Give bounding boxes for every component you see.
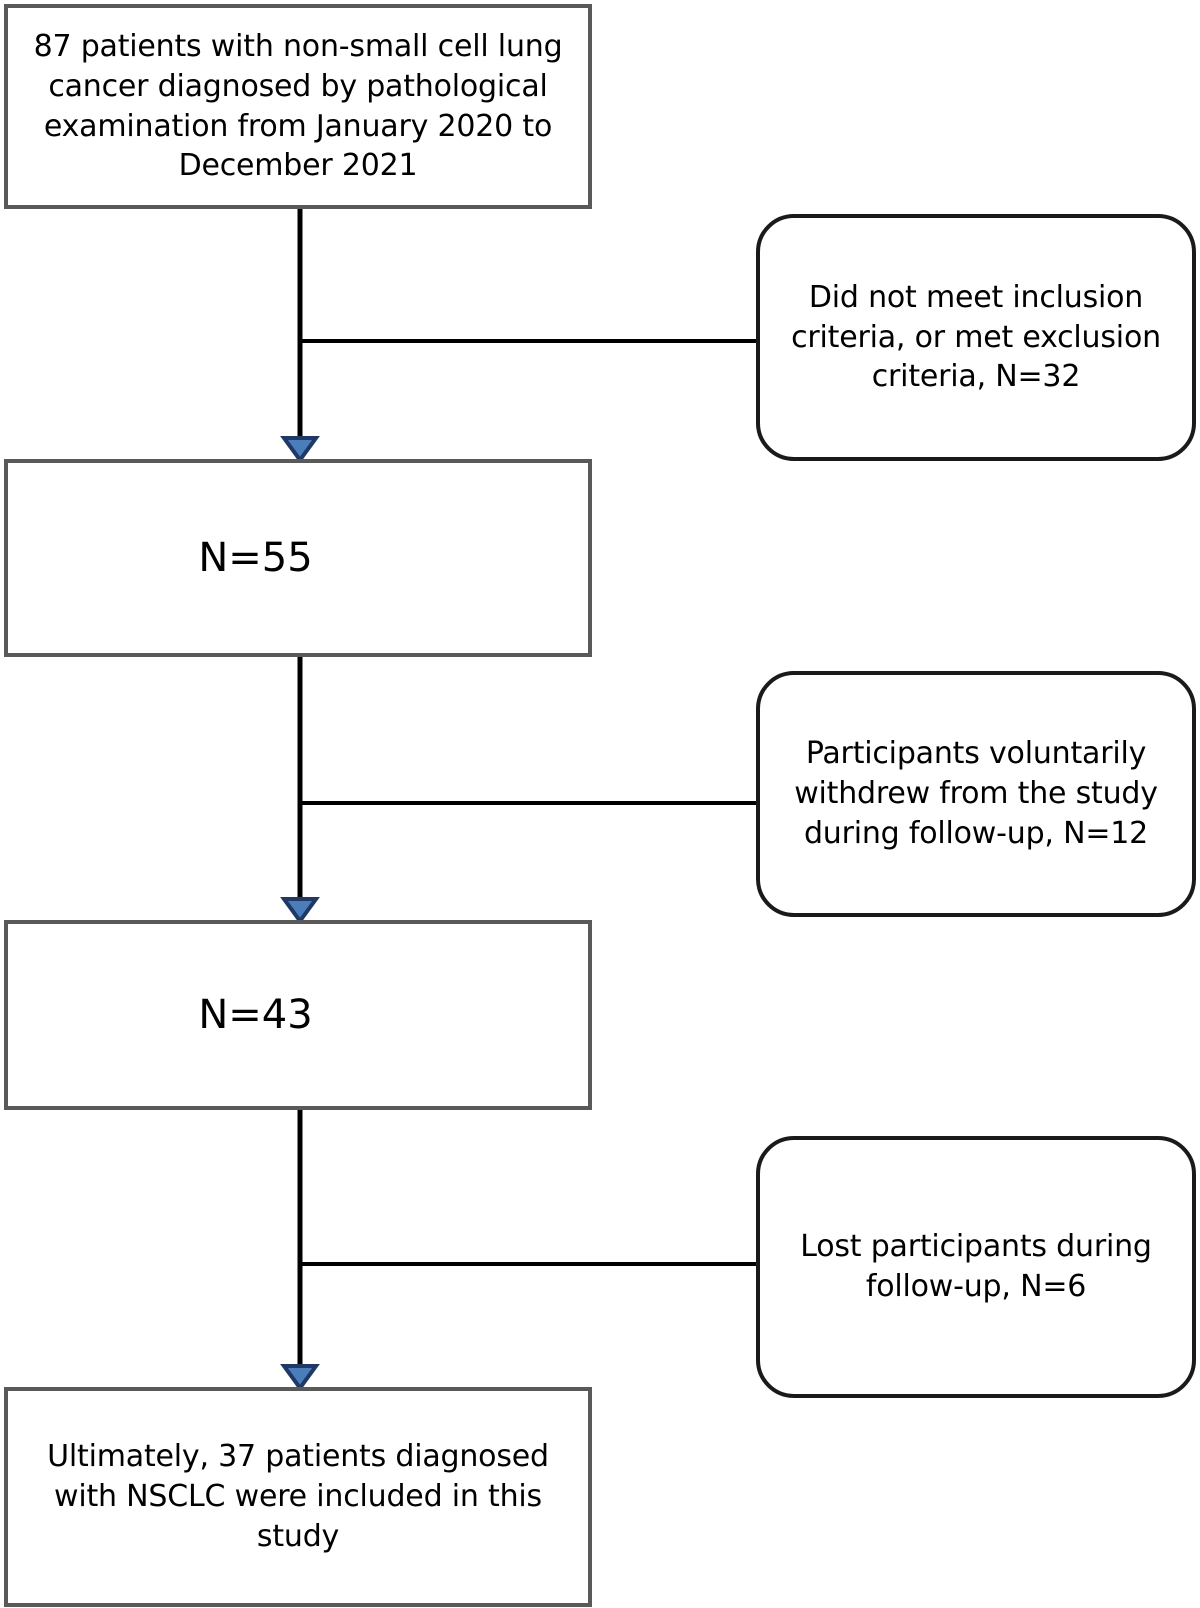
final-included-line-1: Ultimately, 37 patients diagnosed — [47, 1439, 549, 1475]
initial-cohort-line-2: cancer diagnosed by pathological — [48, 68, 548, 104]
main-node-shapes — [4, 4, 592, 1607]
after-withdrawal-count: N=43 — [198, 992, 313, 1038]
initial-cohort-line-1: 87 patients with non-small cell lung — [33, 28, 563, 64]
voluntary-withdrawal-label: Participants voluntarily withdrew from t… — [757, 672, 1195, 916]
after-screening-count: N=55 — [198, 535, 313, 581]
exclusion-criteria-line-1: Did not meet inclusion — [808, 279, 1144, 315]
exclusion-criteria-line-2: criteria, or met exclusion — [791, 319, 1161, 355]
exclusion-criteria-box[interactable]: Did not meet inclusion criteria, or met … — [757, 215, 1195, 460]
horizontal-connectors — [300, 339, 757, 1266]
voluntary-withdrawal-line-2: withdrew from the study — [794, 776, 1158, 812]
lost-to-followup-box[interactable]: Lost participants during follow-up, N=6 — [757, 1137, 1195, 1397]
lost-to-followup-label: Lost participants during follow-up, N=6 — [757, 1137, 1195, 1397]
exclusion-criteria-line-3: criteria, N=32 — [871, 359, 1081, 395]
exclusion-node-shapes — [756, 214, 1196, 1398]
voluntary-withdrawal-line-3: during follow-up, N=12 — [803, 815, 1149, 851]
initial-cohort-line-4: December 2021 — [178, 148, 418, 184]
initial-cohort-box[interactable]: 87 patients with non-small cell lung can… — [5, 5, 591, 208]
final-included-line-2: with NSCLC were included in this — [54, 1479, 542, 1515]
lost-to-followup-line-1: Lost participants during — [800, 1229, 1152, 1265]
arrowheads — [280, 436, 320, 1392]
final-included-line-3: study — [256, 1518, 340, 1554]
exclusion-criteria-label: Did not meet inclusion criteria, or met … — [757, 215, 1195, 460]
after-withdrawal-box[interactable]: N=43 — [5, 921, 591, 1109]
arrowhead-icon — [280, 436, 320, 464]
voluntary-withdrawal-line-1: Participants voluntarily — [805, 736, 1147, 772]
initial-cohort-label: 87 patients with non-small cell lung can… — [5, 5, 591, 208]
arrowhead-icon — [280, 1364, 320, 1392]
voluntary-withdrawal-box[interactable]: Participants voluntarily withdrew from t… — [757, 672, 1195, 916]
final-included-label: Ultimately, 37 patients diagnosed with N… — [5, 1388, 591, 1606]
after-screening-box[interactable]: N=55 — [5, 460, 591, 656]
initial-cohort-line-3: examination from January 2020 to — [43, 108, 553, 144]
final-included-box[interactable]: Ultimately, 37 patients diagnosed with N… — [5, 1388, 591, 1606]
arrowhead-icon — [280, 897, 320, 925]
lost-to-followup-line-2: follow-up, N=6 — [865, 1269, 1087, 1304]
